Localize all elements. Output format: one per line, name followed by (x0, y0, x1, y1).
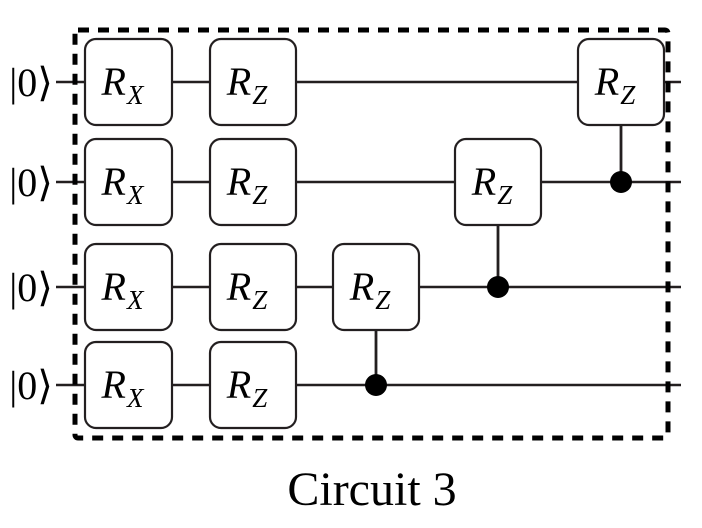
control-dot-ctrl-2[interactable] (487, 276, 509, 298)
gate-box-g-q2-rx[interactable] (83, 242, 174, 332)
gate-box-g-q0-rz[interactable] (208, 37, 298, 127)
control-dot-ctrl-1[interactable] (365, 374, 387, 396)
gate-subscript-g-q1-rz: Z (252, 180, 268, 210)
ket-label-q0: |0⟩ (9, 60, 53, 105)
gate-box-g-crz-q1[interactable] (453, 137, 543, 227)
gate-subscript-g-q0-rz: Z (252, 80, 268, 110)
gate-box-g-q0-rx[interactable] (83, 37, 174, 127)
gate-box-g-q3-rx[interactable] (83, 340, 174, 430)
gate-box-g-crz-q2[interactable] (331, 242, 421, 332)
gate-subscript-g-q0-rx: X (126, 80, 145, 110)
ket-label-q2: |0⟩ (9, 265, 53, 310)
control-dots-group (365, 171, 632, 396)
gate-subscript-g-q1-rx: X (126, 180, 145, 210)
gate-subscript-g-q2-rx: X (126, 285, 145, 315)
ket-label-q3: |0⟩ (9, 363, 53, 408)
gate-box-g-q2-rz[interactable] (208, 242, 298, 332)
gate-label-g-crz-q1: RZ (471, 159, 513, 210)
gate-box-g-q1-rz[interactable] (208, 137, 298, 227)
gate-label-g-q2-rz: RZ (226, 264, 268, 315)
ket-labels-group: |0⟩ |0⟩ |0⟩ |0⟩ (9, 60, 53, 408)
gate-subscript-g-q3-rx: X (126, 383, 145, 413)
qubit-wires-group (56, 80, 681, 387)
gate-box-g-q3-rz[interactable] (208, 340, 298, 430)
ket-label-q1: |0⟩ (9, 160, 53, 205)
dashed-frame-group (72, 27, 671, 441)
figure-caption: Circuit 3 (287, 463, 456, 516)
gate-subscript-g-q3-rz: Z (252, 383, 268, 413)
control-dot-ctrl-3[interactable] (610, 171, 632, 193)
circuit-boundary (72, 27, 671, 441)
gate-box-g-crz-q0[interactable] (576, 37, 666, 127)
gate-subscript-g-crz-q2: Z (375, 285, 391, 315)
gate-label-g-q2-rx: RX (101, 264, 145, 315)
gate-box-g-q1-rx[interactable] (83, 137, 174, 227)
gate-subscript-g-crz-q1: Z (497, 180, 513, 210)
gate-subscript-g-q2-rz: Z (252, 285, 268, 315)
gate-subscript-g-crz-q0: Z (620, 80, 636, 110)
